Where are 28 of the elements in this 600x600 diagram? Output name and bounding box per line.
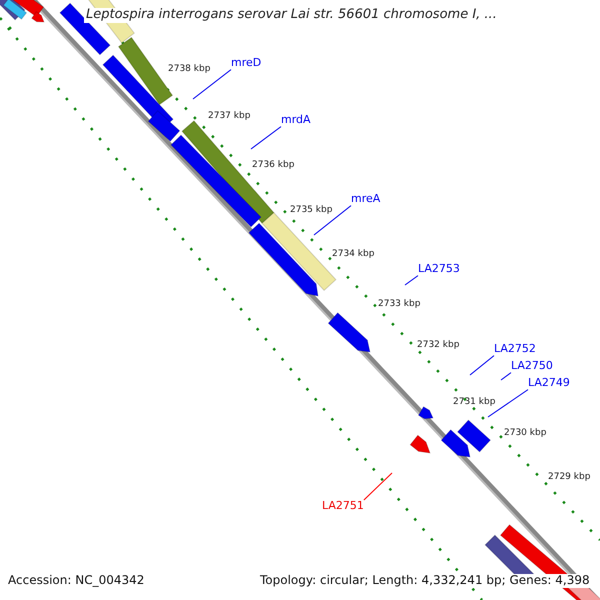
scale-label: 2735 kbp [290, 205, 332, 216]
scale-label: 2734 kbp [332, 249, 374, 260]
gene-label: LA2752 [494, 343, 536, 356]
leader-line [192, 69, 232, 100]
scale-label: 2730 kbp [504, 428, 546, 438]
leader-line [470, 355, 494, 376]
info-text: Accession: NC_004342 [8, 574, 144, 588]
gene-label: mrdA [281, 114, 311, 127]
leader-line [404, 275, 418, 286]
scale-label: 2729 kbp [548, 472, 590, 482]
leader-line [314, 205, 352, 236]
gene-label: mreD [231, 57, 262, 70]
gene-label: mreA [351, 193, 380, 206]
gene-label: LA2750 [511, 360, 553, 373]
scale-label: 2737 kbp [208, 111, 250, 122]
info-text: Topology: circular; Length: 4,332,241 bp; Genes: 4,398 [260, 574, 590, 588]
scale-label: 2733 kbp [378, 299, 420, 310]
gene-label: LA2751 [322, 500, 364, 513]
leader-line [488, 389, 528, 418]
leader-line [500, 372, 512, 380]
gene-label: LA2753 [418, 263, 460, 276]
leader-line [363, 472, 392, 500]
scale-label: 2738 kbp [168, 64, 210, 74]
scale-label: 2736 kbp [252, 160, 294, 170]
scale-label: 2731 kbp [453, 397, 496, 408]
gene-label: LA2749 [528, 377, 570, 390]
scale-label: 2732 kbp [417, 340, 460, 350]
leader-line [250, 126, 282, 150]
